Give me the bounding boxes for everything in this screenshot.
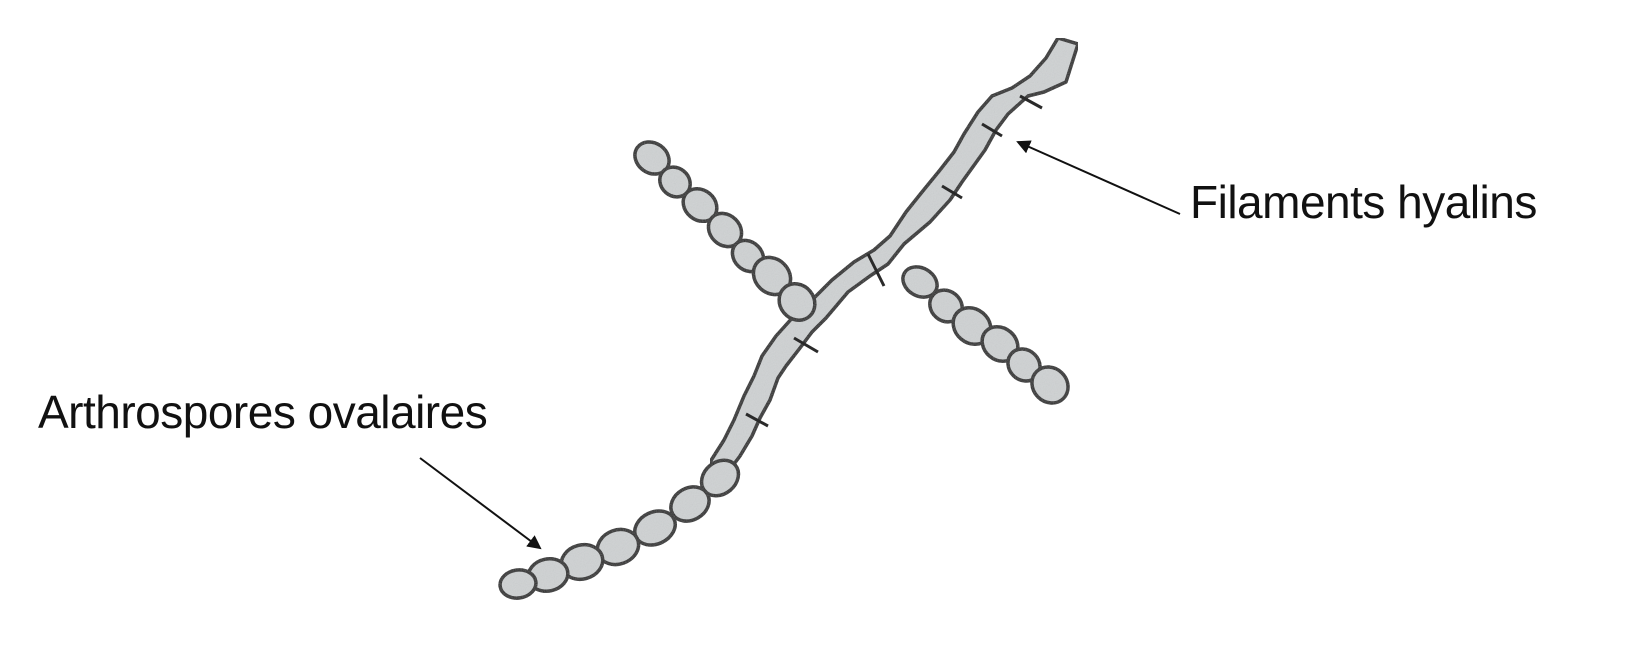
arrow-arthrospores — [419, 457, 542, 550]
label-arthrospores-ovalaires: Arthrospores ovalaires — [38, 386, 488, 438]
arrow-filaments — [1016, 140, 1181, 215]
arthrospore-chain-lower-right — [901, 265, 1070, 405]
septum — [866, 253, 886, 287]
septum — [1019, 94, 1043, 110]
filament-segment — [708, 36, 1080, 474]
filament-septa — [745, 94, 1043, 428]
arthrospore — [1030, 365, 1070, 405]
arthrospore-chain-upper-left — [633, 140, 817, 322]
septum — [745, 412, 769, 428]
septum — [981, 122, 1003, 138]
arthrospore — [777, 282, 817, 322]
septum — [793, 336, 819, 354]
septum — [941, 184, 963, 200]
label-filaments-hyalins: Filaments hyalins — [1190, 176, 1537, 228]
arthrospore — [669, 485, 711, 523]
arthrospore-chain-lower — [498, 458, 741, 600]
arthrospore — [498, 568, 538, 600]
hyaline-filament — [708, 36, 1080, 474]
